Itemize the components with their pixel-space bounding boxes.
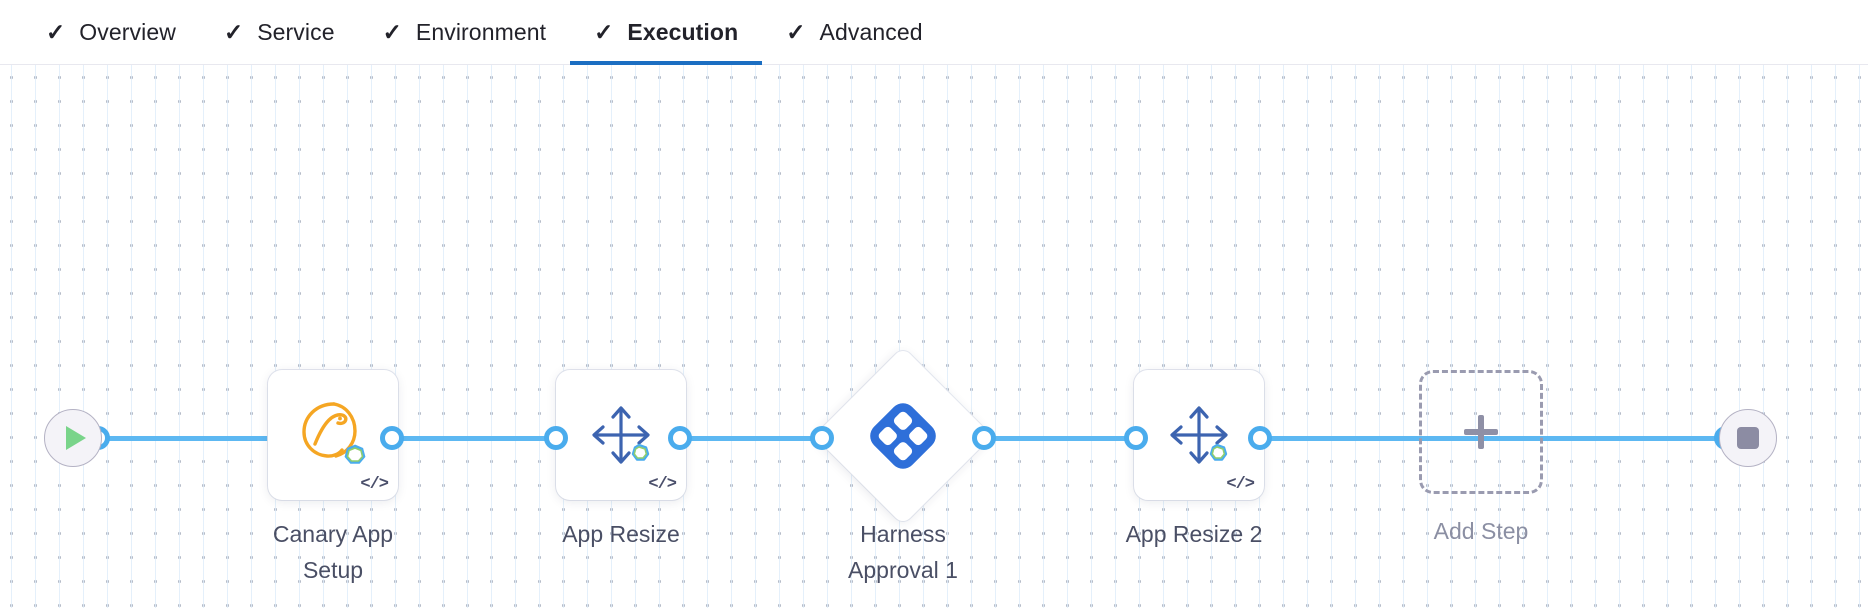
port-approval-in[interactable] xyxy=(972,426,996,450)
tab-label: Environment xyxy=(415,18,547,45)
code-badge-icon: </> xyxy=(360,475,389,494)
plus-icon-vertical xyxy=(1478,415,1484,449)
check-icon: ✓ xyxy=(594,18,614,45)
wizard-tab-bar: ✓ Overview ✓ Service ✓ Environment ✓ Exe… xyxy=(0,0,1868,65)
tab-label: Execution xyxy=(627,18,739,45)
check-icon: ✓ xyxy=(46,18,66,45)
start-node[interactable] xyxy=(44,409,102,467)
check-icon: ✓ xyxy=(382,18,402,45)
tab-label: Overview xyxy=(79,18,176,45)
tab-overview[interactable]: ✓ Overview xyxy=(22,0,200,65)
step-label-app-resize: App Resize xyxy=(562,521,680,547)
step-label-app-resize-2: App Resize 2 xyxy=(1125,521,1263,547)
add-step-label: Add Step xyxy=(1433,518,1529,544)
tab-environment[interactable]: ✓ Environment xyxy=(359,0,571,65)
tab-label: Advanced xyxy=(819,18,923,45)
tab-service[interactable]: ✓ Service xyxy=(200,0,359,65)
play-icon xyxy=(66,426,86,450)
check-icon: ✓ xyxy=(223,18,244,45)
tab-label: Service xyxy=(257,18,335,45)
step-node-app-resize[interactable]: </> xyxy=(556,370,686,500)
harness-logo-icon xyxy=(870,403,936,469)
step-node-app-resize-2[interactable]: </> xyxy=(1134,370,1264,500)
tab-advanced[interactable]: ✓ Advanced xyxy=(762,0,946,65)
port-app-resize-2-out[interactable] xyxy=(1248,426,1272,450)
harness-approval-icon-wrap xyxy=(840,373,966,499)
port-canary-out[interactable] xyxy=(544,426,568,450)
resize-arrows-icon xyxy=(556,370,686,500)
port-canary-in[interactable] xyxy=(380,426,404,450)
resize-arrows-icon xyxy=(1134,370,1264,500)
step-label-canary-app-setup: Canary App Setup xyxy=(272,521,394,583)
code-badge-icon: </> xyxy=(1226,475,1255,494)
tanzu-canary-icon xyxy=(268,370,398,500)
port-app-resize-out[interactable] xyxy=(810,426,834,450)
port-approval-out[interactable] xyxy=(1124,426,1148,450)
pipeline-canvas[interactable]: </> Canary App Setup </> App Resize xyxy=(0,65,1868,608)
step-label-harness-approval-1: Harness Approval 1 xyxy=(848,521,958,583)
check-icon: ✓ xyxy=(786,18,806,45)
step-node-canary-app-setup[interactable]: </> xyxy=(268,370,398,500)
end-node[interactable] xyxy=(1719,409,1777,467)
port-app-resize-in[interactable] xyxy=(668,426,692,450)
stop-icon xyxy=(1737,427,1759,449)
code-badge-icon: </> xyxy=(648,475,677,494)
tab-execution[interactable]: ✓ Execution xyxy=(570,0,763,65)
add-step-button[interactable] xyxy=(1419,370,1543,494)
